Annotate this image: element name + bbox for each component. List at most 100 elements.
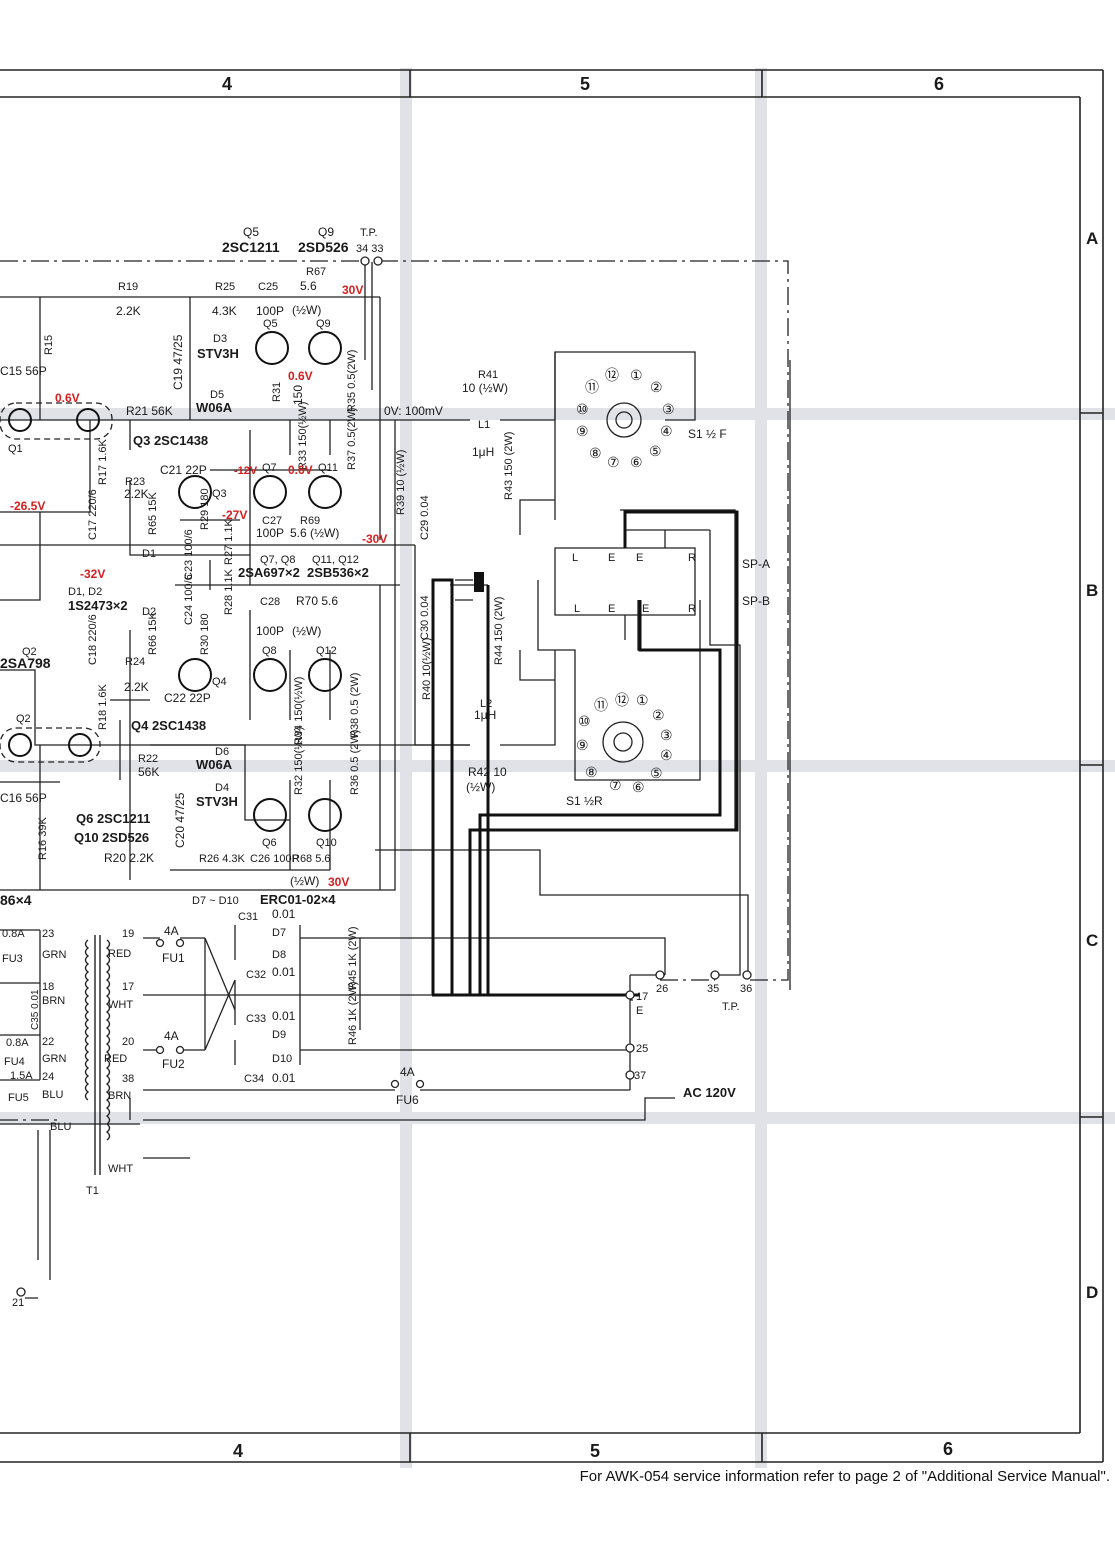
q12-label: Q12 <box>316 645 337 657</box>
col-label-6-bottom: 6 <box>943 1439 953 1459</box>
r22-label: R22 <box>138 753 158 765</box>
tp-numbers-a: 34 33 <box>356 243 384 255</box>
c34-label: C34 <box>244 1073 264 1085</box>
d10-label: D10 <box>272 1053 292 1065</box>
q4-part: Q4 2SC1438 <box>131 718 206 733</box>
svg-text:②: ② <box>652 707 665 723</box>
q7-label: Q7 <box>262 462 277 474</box>
c34-value: 0.01 <box>272 1071 296 1085</box>
fu6-rating: 4A <box>400 1065 415 1079</box>
c18-label: C18 220/6 <box>87 614 99 665</box>
s1-rear-label: S1 ½R <box>566 794 603 808</box>
fu2-rating: 4A <box>164 1029 179 1043</box>
r46-label: R46 1K (2W) <box>347 981 359 1045</box>
l2-value: 1μH <box>474 708 496 722</box>
c25-label: C25 <box>258 281 278 293</box>
l1-value: 1μH <box>472 445 494 459</box>
q6-symbol <box>253 798 287 832</box>
r22-value: 56K <box>138 765 159 779</box>
col-label-4-top: 4 <box>222 74 232 94</box>
svg-text:①: ① <box>630 367 643 383</box>
c21-label: C21 22P <box>160 463 207 477</box>
d6-part: W06A <box>196 757 233 772</box>
q1-label: Q1 <box>8 443 23 455</box>
r67-label: R67 <box>306 266 326 278</box>
r40-label: R40 10(½W) <box>421 638 433 700</box>
terminal-25: 25 <box>636 1043 648 1055</box>
fu4-rating: 0.8A <box>6 1037 29 1049</box>
relay-e-b2: E <box>642 603 649 615</box>
svg-text:③: ③ <box>660 727 673 743</box>
r29-label: R29 180 <box>199 488 211 530</box>
r44-label: R44 150 (2W) <box>493 597 505 665</box>
d9-label: D9 <box>272 1029 286 1041</box>
r25-label: R25 <box>215 281 235 293</box>
terminal-18: 18 <box>42 981 54 993</box>
svg-text:⑪: ⑪ <box>594 697 608 713</box>
q2-symbol-b <box>68 733 92 757</box>
relay-e-a2: E <box>636 552 643 564</box>
voltage-30v-top: 30V <box>342 283 363 297</box>
r20-label: R20 2.2K <box>104 851 154 865</box>
q11-label: Q11 <box>318 462 338 474</box>
col-label-5-top: 5 <box>580 74 590 94</box>
svg-text:⑫: ⑫ <box>615 692 629 708</box>
r15-label: R15 <box>43 335 55 355</box>
terminal-24: 24 <box>42 1071 54 1083</box>
q7q8-label: Q7, Q8 <box>260 554 295 566</box>
l2-label: L2 <box>480 698 492 710</box>
row-label-c: C <box>1086 931 1098 950</box>
r68-watt: (½W) <box>290 874 319 888</box>
c32-value: 0.01 <box>272 965 296 979</box>
c22-label: C22 22P <box>164 691 211 705</box>
r23-label: R23 <box>125 476 145 488</box>
q2-label: Q2 <box>16 713 31 725</box>
q3-symbol <box>178 475 212 509</box>
q9-heading: Q9 <box>318 225 334 239</box>
d3-label: D3 <box>213 333 227 345</box>
r18-label: R18 1.6K <box>97 683 109 730</box>
r39-label: R39 10 (½W) <box>395 450 407 515</box>
col-label-4-bottom: 4 <box>233 1441 243 1461</box>
r31-value: 150 <box>291 385 305 405</box>
svg-text:②: ② <box>650 379 663 395</box>
r67-watt: (½W) <box>292 303 321 317</box>
q10-label: Q10 <box>316 837 337 849</box>
svg-text:⑤: ⑤ <box>649 443 662 459</box>
wire-red-2: RED <box>104 1053 127 1065</box>
relay-contact <box>474 572 484 592</box>
row-label-d: D <box>1086 1283 1098 1302</box>
r21-label: R21 56K <box>126 404 173 418</box>
c15-label: C15 56P <box>0 364 47 378</box>
r69-value: 5.6 (½W) <box>290 526 339 540</box>
c24-label: C24 100/6 <box>183 574 195 625</box>
relay-r-b: R <box>688 603 696 615</box>
r24-value: 2.2K <box>124 680 149 694</box>
voltage-minus27v: -27V <box>222 508 247 522</box>
q2-symbol-a <box>8 733 32 757</box>
q5-heading: Q5 <box>243 225 259 239</box>
diff-pair-outlines <box>0 402 113 763</box>
q7q8-part: 2SA697×2 <box>238 565 300 580</box>
r42-label: R42 10 <box>468 765 507 779</box>
fu6-label: FU6 <box>396 1093 419 1107</box>
labels: Q5 2SC1211 Q9 2SD526 T.P. 34 33 R19 2.2K… <box>0 225 770 1309</box>
tp-label-c: T.P. <box>722 1001 740 1013</box>
voltage-06v-q5: 0.6V <box>288 369 313 383</box>
q12-symbol <box>308 658 342 692</box>
c26-label: C26 100P <box>250 853 299 865</box>
q11-symbol <box>308 475 342 509</box>
q8-symbol <box>253 658 287 692</box>
q2-part: 2SA798 <box>0 655 51 671</box>
wire-wht-2: WHT <box>108 1163 133 1175</box>
l1-label: L1 <box>478 419 490 431</box>
transistor-symbols <box>8 331 342 832</box>
d1-label: D1 <box>142 548 156 560</box>
tp-label-a: T.P. <box>360 227 378 239</box>
relay-r-a: R <box>688 552 696 564</box>
q2-heading: Q2 <box>22 646 37 658</box>
c25-value: 100P <box>256 304 284 318</box>
r17-label: R17 1.6K <box>97 438 109 485</box>
transformer-t1 <box>84 935 111 1175</box>
